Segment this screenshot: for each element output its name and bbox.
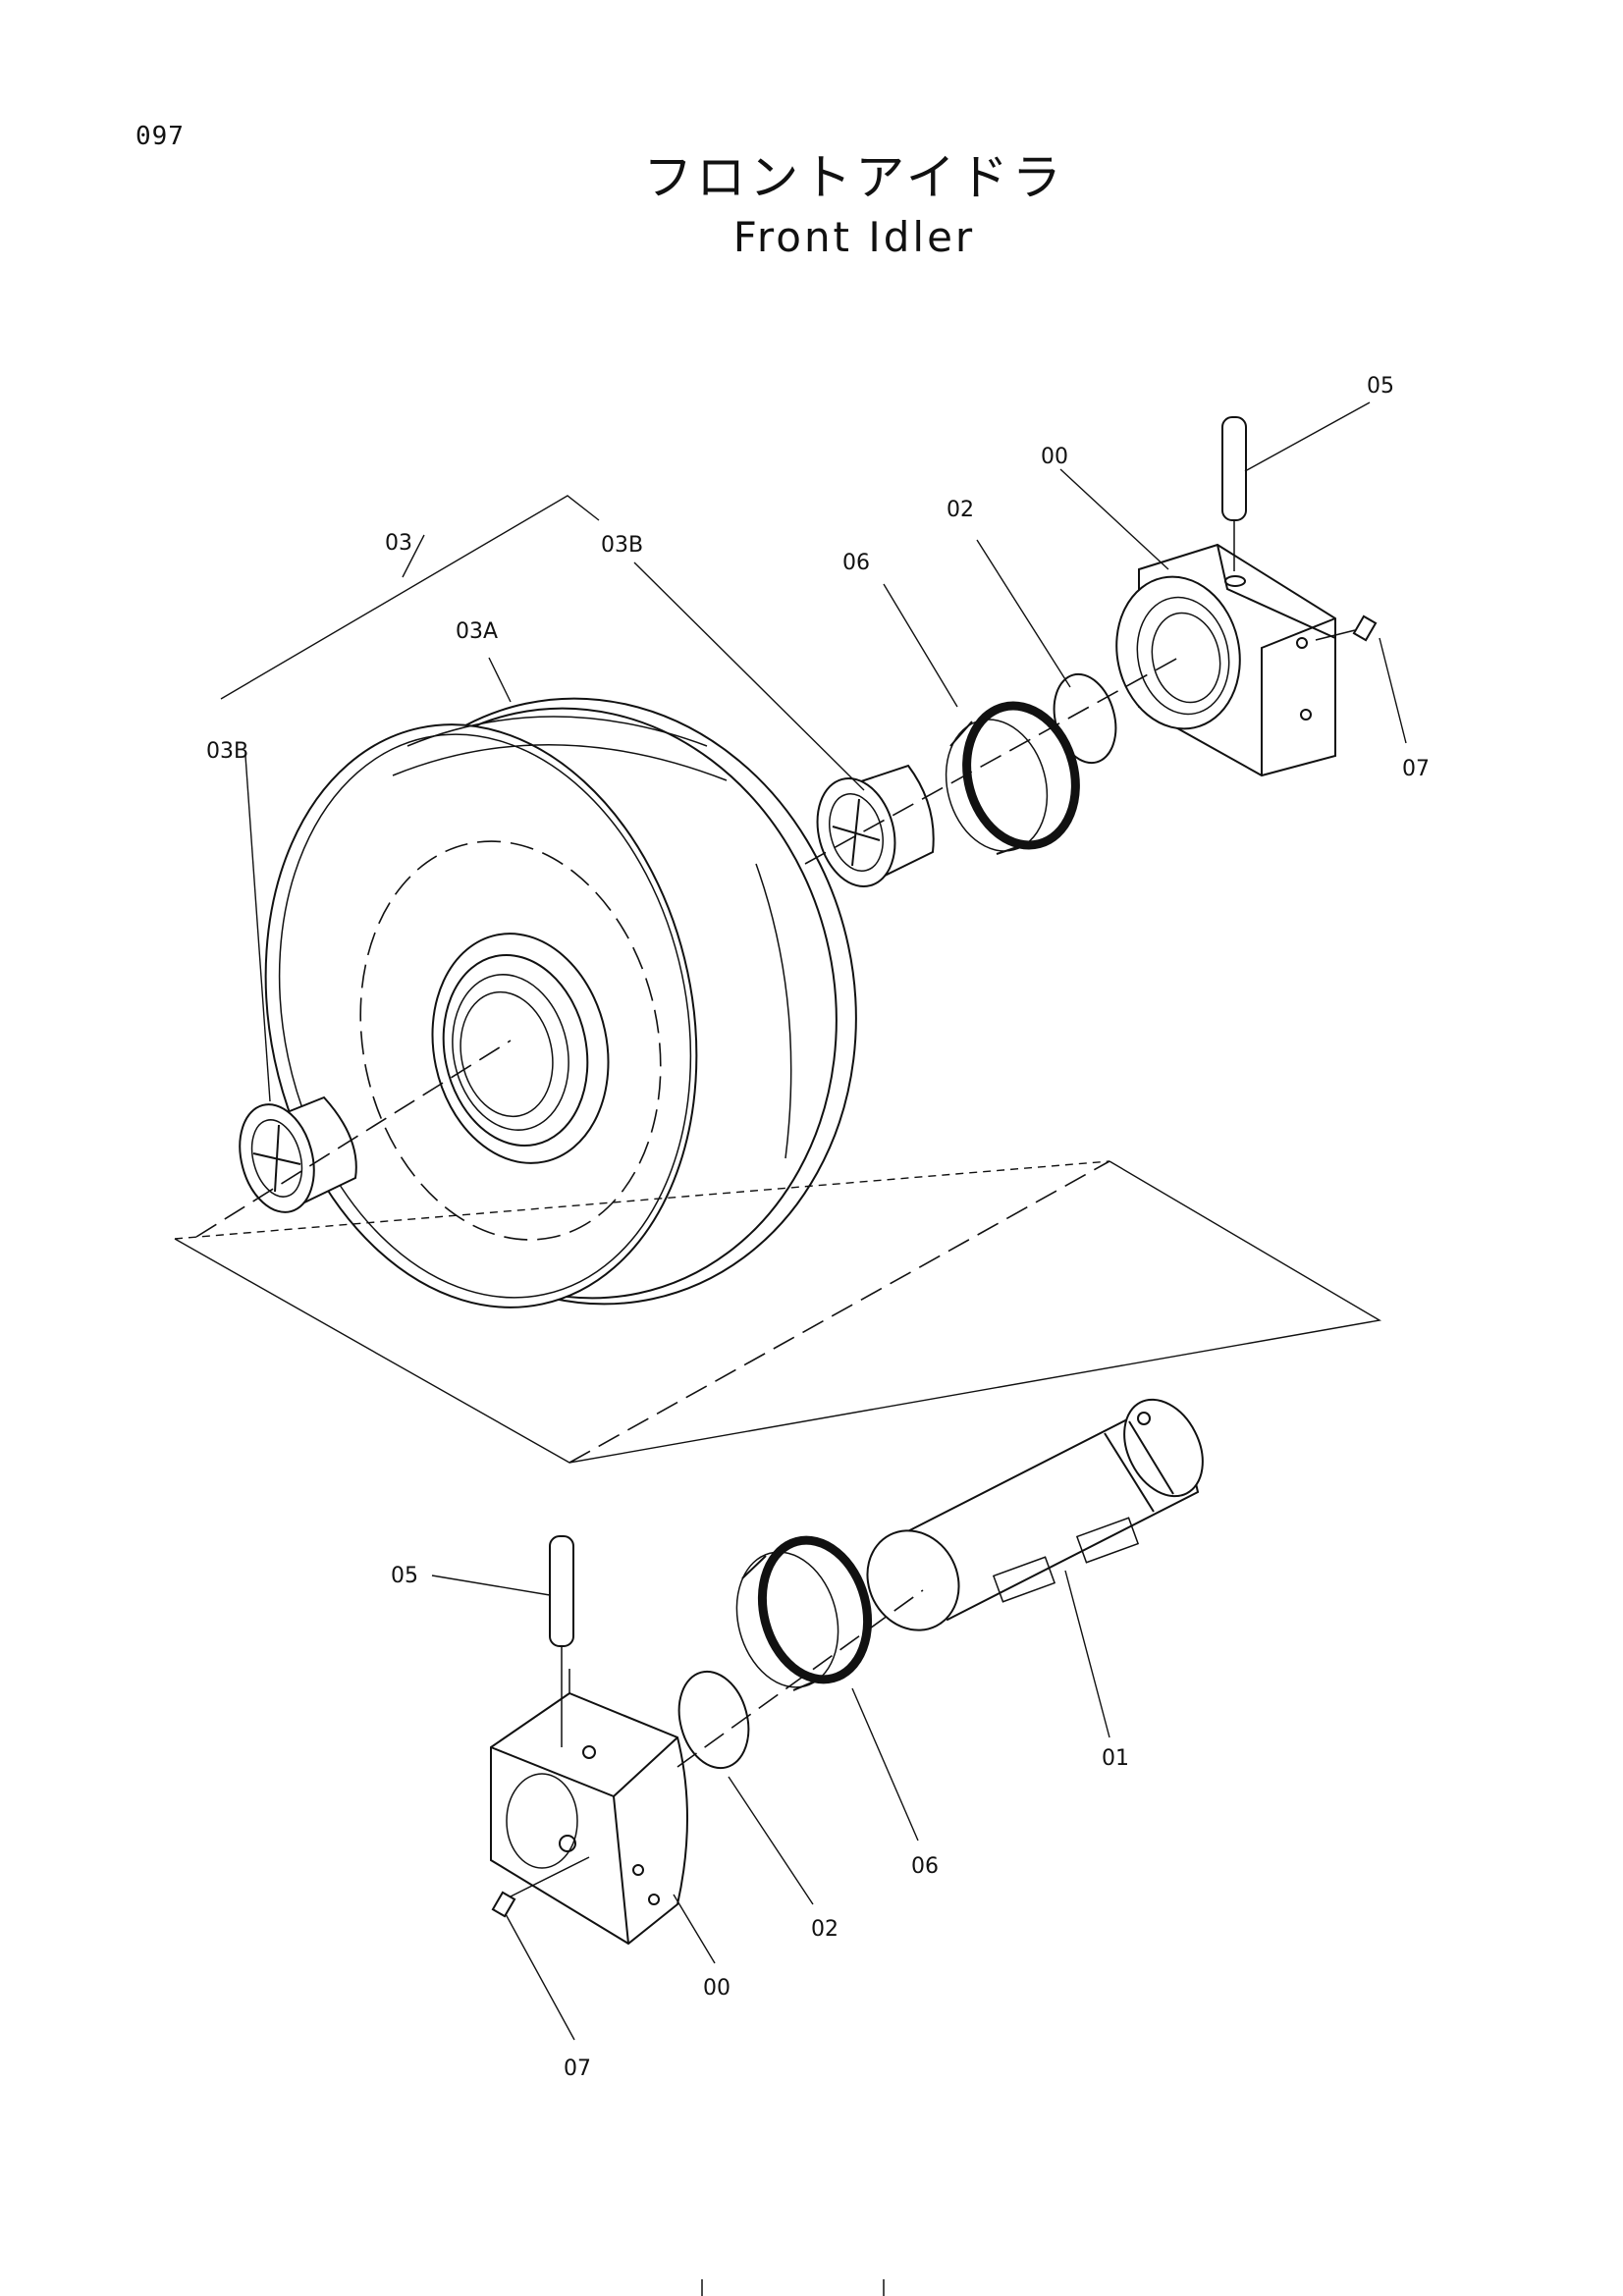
callout-upper-00: 00	[1041, 445, 1068, 469]
set-screw-07-upper	[1315, 614, 1378, 642]
center-lines	[195, 657, 1179, 1768]
callout-upper-03B-right: 03B	[601, 533, 643, 558]
pin-05-lower	[549, 1535, 574, 1747]
bushing-03B-right	[816, 764, 935, 887]
support-00-upper	[1115, 543, 1336, 777]
shaft-01	[866, 1398, 1204, 1631]
callout-upper-05: 05	[1367, 374, 1394, 399]
seal-06-lower	[735, 1535, 873, 1691]
reference-plane	[174, 1160, 1381, 1464]
callout-labels: 05 00 02 06 03B 03 03A 03B 07 05 01 06 0…	[206, 374, 1430, 2081]
page-number: 097	[135, 122, 185, 151]
callout-upper-02: 02	[947, 498, 974, 522]
callout-group-03A: 03A	[456, 619, 498, 644]
support-00-lower	[490, 1669, 688, 1946]
idler-wheel-03A	[264, 697, 857, 1308]
callout-left-03B: 03B	[206, 739, 248, 764]
callout-lower-00: 00	[703, 1976, 730, 2001]
callout-lower-05: 05	[391, 1564, 418, 1588]
title-block: フロントアイドラ Front Idler	[569, 147, 1139, 267]
callout-upper-06: 06	[842, 551, 870, 575]
callout-group-03: 03	[385, 531, 412, 556]
o-ring-02-upper	[1053, 672, 1117, 765]
o-ring-02-lower	[677, 1670, 750, 1770]
pin-05-upper	[1221, 416, 1247, 571]
leader-lines	[220, 401, 1407, 2041]
set-screw-07-lower	[491, 1856, 590, 1918]
callout-upper-07: 07	[1402, 757, 1430, 781]
footer-scan-marks	[701, 2279, 885, 2296]
callout-lower-06: 06	[911, 1854, 939, 1879]
seal-06-upper	[945, 701, 1080, 855]
title-english: Front Idler	[732, 213, 976, 261]
callout-lower-02: 02	[811, 1917, 839, 1942]
title-japanese: フロントアイドラ	[643, 149, 1065, 206]
callout-lower-07: 07	[564, 2056, 591, 2081]
callout-lower-01: 01	[1102, 1746, 1129, 1771]
bushing-03B-left	[239, 1095, 357, 1213]
